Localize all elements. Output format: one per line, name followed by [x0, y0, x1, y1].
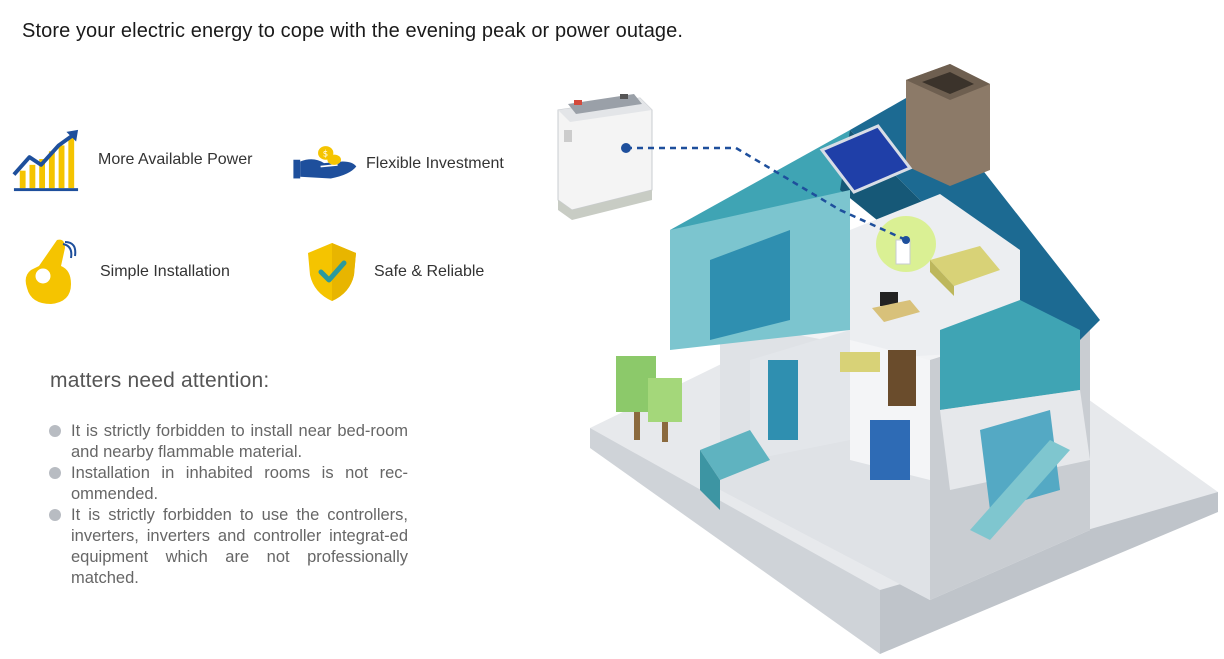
list-item: Installation in inhabited rooms is not r… — [46, 463, 408, 505]
shield-check-icon — [298, 238, 366, 306]
svg-text:$: $ — [323, 149, 328, 159]
bullet-icon — [49, 509, 61, 521]
feature-more-available-power: More Available Power — [12, 126, 252, 194]
list-item-text: It is strictly forbidden to use the cont… — [71, 506, 408, 587]
ok-hand-icon — [14, 238, 82, 306]
list-item: It is strictly forbidden to install near… — [46, 421, 408, 463]
bullet-icon — [49, 467, 61, 479]
feature-simple-installation: Simple Installation — [14, 238, 230, 306]
attention-list: It is strictly forbidden to install near… — [46, 421, 408, 589]
list-item-text: It is strictly forbidden to install near… — [71, 422, 408, 461]
bullet-icon — [49, 425, 61, 437]
feature-safe-reliable: Safe & Reliable — [298, 238, 484, 306]
feature-label: More Available Power — [98, 151, 253, 168]
feature-label: Safe & Reliable — [374, 263, 485, 280]
house-illustration — [550, 60, 1220, 659]
battery-product-image — [557, 94, 653, 220]
feature-flexible-investment: $ Flexible Investment — [290, 130, 504, 198]
list-item-text: Installation in inhabited rooms is not r… — [71, 464, 408, 503]
growth-chart-icon — [12, 126, 80, 194]
feature-label: Flexible Investment — [366, 155, 504, 172]
hand-coins-icon: $ — [290, 130, 358, 198]
feature-label: Simple Installation — [100, 263, 230, 280]
list-item: It is strictly forbidden to use the cont… — [46, 505, 408, 589]
page-headline: Store your electric energy to cope with … — [22, 20, 684, 42]
attention-title: matters need attention: — [50, 369, 270, 392]
